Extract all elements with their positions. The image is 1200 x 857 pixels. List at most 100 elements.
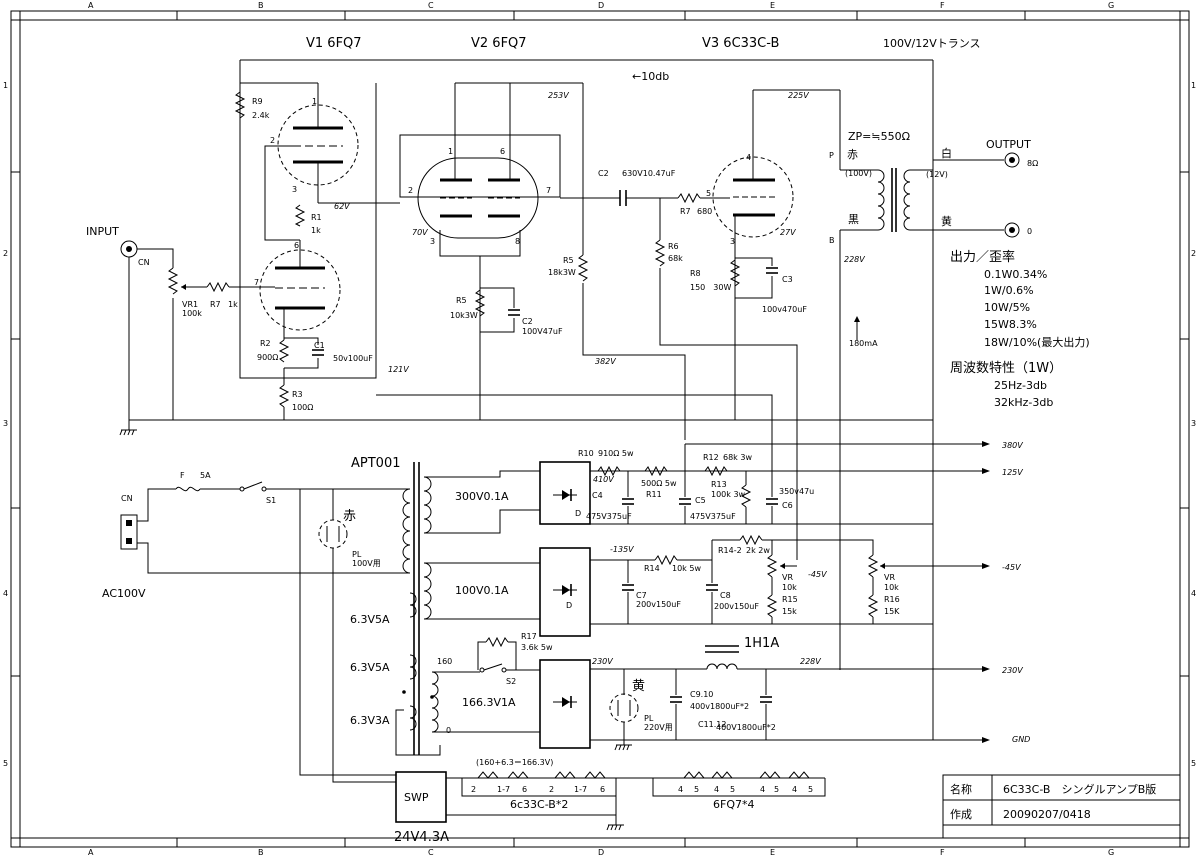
rectifier-1: D <box>539 461 591 525</box>
perf-row-5: 18W/10%(最大出力) <box>984 335 1090 349</box>
heater-pin: 5 <box>808 785 813 794</box>
rectifier-3 <box>539 659 591 749</box>
row-3-right: 3 <box>1191 419 1196 428</box>
heater-winding-63v-3 <box>409 705 417 731</box>
v2-pin2: 2 <box>408 186 413 195</box>
c5-label: C5 <box>695 496 706 505</box>
transformer-primary <box>877 169 885 231</box>
secondary-300v-label: 300V0.1A <box>455 490 509 503</box>
c1-value: 50v100uF <box>333 354 373 363</box>
row-1-right: 1 <box>1191 81 1196 90</box>
ac-cn-label: CN <box>121 494 133 503</box>
heater-63v-2: 6.3V5A <box>350 661 390 674</box>
potentiometer-vr[interactable] <box>766 554 778 578</box>
c8-value: 200v150uF <box>714 602 759 611</box>
swp-supply <box>395 771 447 823</box>
heater-pin: 1-7 <box>574 785 587 794</box>
perf-row-2: 1W/0.6% <box>984 284 1034 297</box>
title-date: 20090207/0418 <box>1003 808 1091 821</box>
r3-label: R3 <box>292 390 303 399</box>
v3-pin3: 3 <box>730 237 735 246</box>
perf-title: 出力／歪率 <box>950 249 1015 265</box>
c2-label: C2 <box>598 169 609 178</box>
ground-symbol-1 <box>119 420 137 436</box>
v1-pin6: 6 <box>294 241 299 250</box>
r7-value: 680 <box>697 207 712 216</box>
switch-s2[interactable] <box>483 663 503 671</box>
fuse-f <box>175 486 201 492</box>
r6-label: R6 <box>668 242 679 251</box>
v2-pin7: 7 <box>546 186 551 195</box>
tube-v2-title: V2 6FQ7 <box>471 36 527 51</box>
resistor-r7 <box>677 192 701 204</box>
heater-pin: 6 <box>600 785 605 794</box>
r5b-value: 18k3W <box>548 268 576 277</box>
r15-label: R15 <box>782 595 798 604</box>
rail-230v: 230V <box>1002 666 1023 675</box>
c5-value: 475V375uF <box>690 512 736 521</box>
c11-12-value: 400V1800uF*2 <box>716 723 776 732</box>
heater-pin: 6 <box>522 785 527 794</box>
perf-row-1: 0.1W0.34% <box>984 268 1047 281</box>
r10-label: R10 <box>578 449 594 458</box>
output-jack-0[interactable] <box>1004 222 1020 238</box>
voltage-70v: 70V <box>412 228 428 237</box>
v1-pin3: 3 <box>292 185 297 194</box>
tube-v1-upper <box>277 104 359 186</box>
resistor-r16 <box>867 594 879 618</box>
r13-value: 100k 3w <box>711 490 746 499</box>
r10-value: 910Ω 5w <box>598 449 634 458</box>
pilot-lamp-2 <box>609 693 639 723</box>
secondary-166v <box>431 671 439 733</box>
r7a-value: 1k <box>228 300 238 309</box>
switch-s2-label: S2 <box>506 677 516 686</box>
tube-v3 <box>712 156 794 238</box>
row-1-left: 1 <box>3 81 8 90</box>
zp-label: ZP=≒550Ω <box>848 130 910 143</box>
heater-pin: 1-7 <box>497 785 510 794</box>
ground-symbol-3 <box>606 824 624 831</box>
pilot-lamp-1 <box>318 519 348 549</box>
power-supply-section: 380V 125V -45V 230V GND CN AC100V F 5A S… <box>102 441 1030 845</box>
resistor-r12 <box>704 465 728 477</box>
heater-pin: 4 <box>678 785 683 794</box>
voltage-27v: 27V <box>780 228 796 237</box>
rail-380v: 380V <box>1002 441 1023 450</box>
r3-value: 100Ω <box>292 403 313 412</box>
r12-label: R12 <box>703 453 719 462</box>
voltage-minus45v: -45V <box>808 570 827 579</box>
c6-value: 350v47u <box>779 487 814 496</box>
input-label: INPUT <box>86 225 119 238</box>
wire-red: 赤 <box>847 148 858 161</box>
primary-B: B <box>829 236 835 245</box>
heater-6c33-zigzag <box>477 771 606 779</box>
r2-label: R2 <box>260 339 271 348</box>
output-jack-8ohm[interactable] <box>1004 152 1020 168</box>
row-2-right: 2 <box>1191 249 1196 258</box>
rect2-label: D <box>566 601 572 610</box>
switch-s1-label: S1 <box>266 496 276 505</box>
vr-value: 10k <box>782 583 797 592</box>
col-B-bottom: B <box>258 848 264 857</box>
drawing-frame: A B C D E F G A B C D E F G 1 2 3 4 5 1 … <box>3 1 1196 857</box>
heater-pin: 4 <box>792 785 797 794</box>
c9-10-label: C9.10 <box>690 690 713 699</box>
voltage-253v: 253V <box>548 91 569 100</box>
resistor-r14-2 <box>739 534 763 546</box>
resistor-r5 <box>474 289 486 317</box>
ground-symbol-2 <box>614 744 632 751</box>
v1-pin7: 7 <box>254 278 259 287</box>
resistor-r9 <box>234 91 246 119</box>
potentiometer-vr2[interactable] <box>867 554 879 578</box>
fuse-rating: 5A <box>200 471 211 480</box>
current-180ma: 180mA <box>849 339 878 348</box>
title-date-label: 作成 <box>950 808 972 821</box>
pilot-lamp-yellow: 黄 <box>632 679 645 694</box>
c4-label: C4 <box>592 491 603 500</box>
row-5-right: 5 <box>1191 759 1196 768</box>
r1-value: 1k <box>311 226 321 235</box>
col-G-top: G <box>1108 1 1114 10</box>
ac-connector[interactable] <box>120 514 138 550</box>
switch-s1[interactable] <box>243 481 263 490</box>
